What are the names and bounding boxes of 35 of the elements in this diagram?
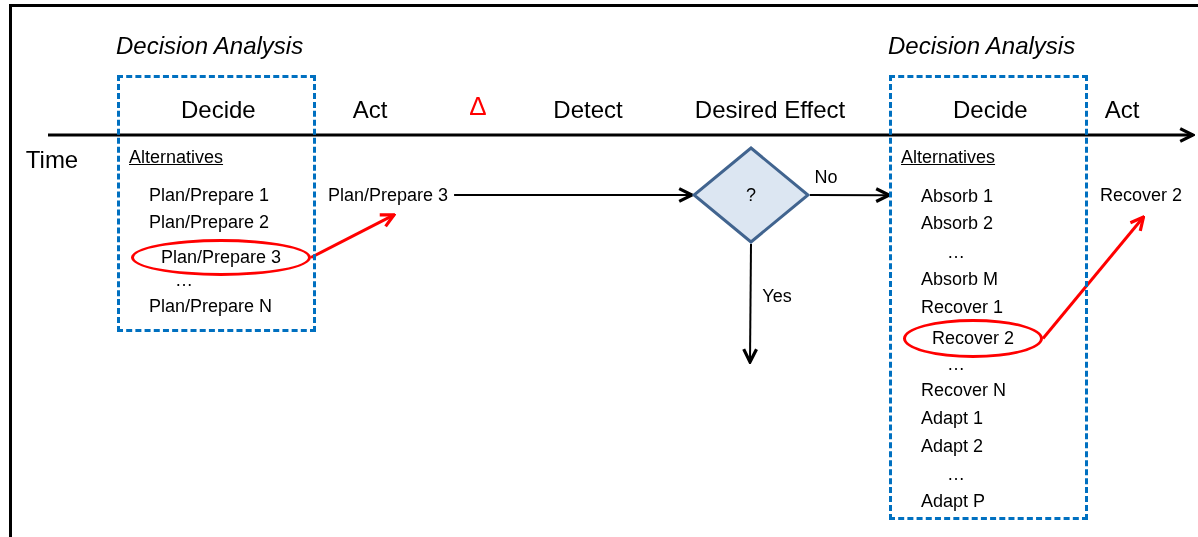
option-text: Absorb 1 [921, 185, 994, 207]
list-heading: Alternatives [129, 146, 224, 168]
option-text: Plan/Prepare N [149, 295, 273, 317]
phase-label: Detect [553, 96, 623, 124]
option-text: Recover 1 [921, 296, 1004, 318]
phase-label: Act [1104, 96, 1140, 124]
ellipsis-text: … [947, 463, 965, 485]
delta-symbol: Δ [469, 92, 487, 120]
phase-label: Decide [953, 99, 1028, 121]
phase-label: Decide [181, 99, 256, 121]
decision-diamond: ? [692, 146, 810, 244]
arrow [310, 213, 396, 259]
option-text: Adapt P [921, 490, 986, 512]
phase-label: Desired Effect [694, 96, 846, 124]
option-text: Plan/Prepare 1 [149, 184, 270, 206]
arrow [742, 243, 759, 364]
group-heading: Decision Analysis [888, 35, 1076, 57]
list-heading: Alternatives [901, 146, 996, 168]
phase-label: Time [25, 146, 79, 174]
option-text: Recover N [921, 379, 1007, 401]
option-text: Recover 2 [1100, 184, 1183, 206]
arrow [809, 187, 891, 204]
arrow [453, 187, 694, 203]
phase-label: Act [352, 96, 388, 124]
option-text: Adapt 2 [921, 435, 984, 457]
group-heading: Decision Analysis [116, 35, 304, 57]
option-text: Plan/Prepare 2 [149, 211, 270, 233]
option-text: Plan/Prepare 3 [328, 184, 449, 206]
circled-option: Recover 2 [903, 319, 1043, 358]
ellipsis-text: … [947, 241, 965, 263]
option-text: Adapt 1 [921, 407, 984, 429]
circled-option: Plan/Prepare 3 [131, 239, 311, 276]
option-text: Absorb M [921, 268, 999, 290]
option-text: Absorb 2 [921, 212, 994, 234]
arrow [1041, 215, 1146, 340]
